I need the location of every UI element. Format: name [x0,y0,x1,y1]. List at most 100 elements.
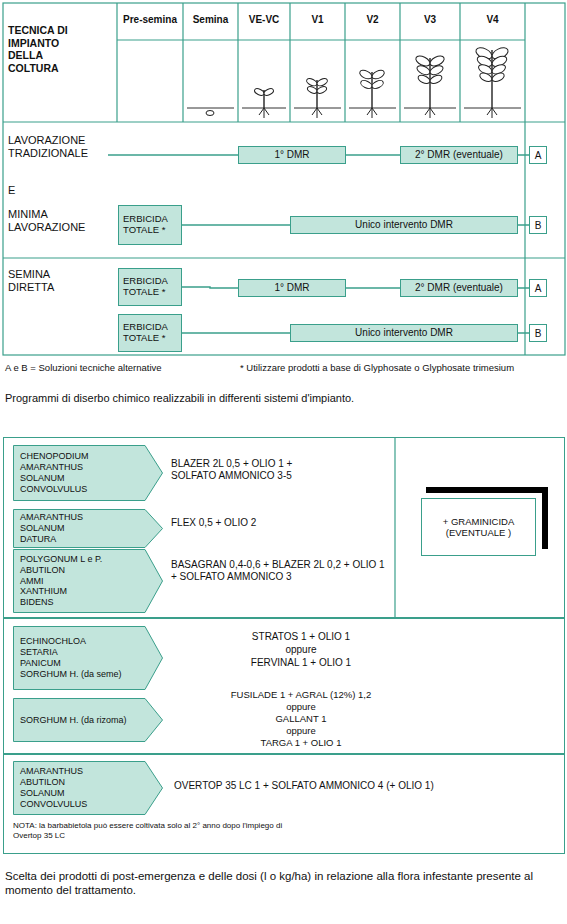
bar-label: 1° DMR [274,149,309,161]
weed-name: CHENOPODIUM [20,451,89,462]
weed-arrow: AMARANTHUSABUTILONSOLANUMCONVOLVULUS [13,761,163,815]
plant-leaf [371,79,385,90]
weed-name: ABUTILON [20,565,65,576]
plant-leaf [429,74,443,86]
figure-caption: Programmi di diserbo chimico realizzabil… [5,392,563,405]
bar-label: 2° DMR (eventuale) [415,149,503,161]
stage-name: V1 [290,14,345,26]
weed-arrow: CHENOPODIUMAMARANTHUSSOLANUMCONVOLVULUS [13,445,163,501]
treatment-bar: Unico intervento DMR [290,216,518,234]
plant-root [430,108,431,118]
timeline-connector [182,332,290,334]
plant-illustrations [187,46,521,118]
weed-name: XANTHIUM [20,586,67,597]
table-rule [116,3,117,122]
plant-leaf [306,77,319,87]
plant-leaf [417,74,431,86]
weed-arrow: AMARANTHUSSOLANUMDATURA [13,509,163,548]
weed-name: SORGHUM H. (da rizoma) [20,715,127,726]
option-box: A [529,279,547,297]
arrow-outline [14,699,163,742]
bar-label: 2° DMR (eventuale) [415,282,503,294]
treatment-bar: 1° DMR [238,146,346,164]
weed-name: AMARANTHUS [20,462,83,473]
row-label: LAVORAZIONE TRADIZIONALE [8,134,108,160]
table-rule [399,3,400,122]
stage-name: V2 [345,14,400,26]
product-dose: oppure [191,701,411,712]
timeline-connector [346,287,400,289]
stage-name: VE-VC [238,14,290,26]
arrow-outline [14,550,163,613]
weed-name: BIDENS [20,597,54,608]
table-heading: TECNICA DI IMPIANTO DELLA COLTURA [8,24,86,74]
product-dose: NOTA: la barbabietola può essere coltiva… [13,821,293,840]
option-box: A [529,146,547,164]
graminicide-label: + GRAMINICIDA (EVENTUALE ) [425,516,532,539]
table-rule [289,3,290,122]
weed-name: ECHINOCHLOA [20,636,86,647]
table-rule [182,3,183,122]
plant-leaf [371,69,386,81]
table-rule [237,3,238,122]
product-dose: TARGA 1 + OLIO 1 [191,737,411,748]
plant-root [492,108,493,118]
plant-root [430,108,435,115]
herbicide-box: ERBICIDA TOTALE * [118,205,182,245]
plant-leaf [263,87,274,96]
plant-leaf [316,85,328,94]
table-rule [524,3,525,355]
treatment-panel: CHENOPODIUMAMARANTHUSSOLANUMCONVOLVULUSA… [3,437,565,618]
product-dose: FUSILADE 1 + AGRAL (12%) 1,2 [191,689,411,700]
product-dose: STRATOS 1 + OLIO 1 [191,631,411,643]
option-letter: B [535,220,542,231]
table-rule [117,39,525,40]
treatment-panel: ECHINOCHLOASETARIAPANICUMSORGHUM H. (da … [3,618,565,754]
product-dose: oppure [191,644,411,656]
timeline-connector [346,154,400,156]
timeline-connector [182,224,290,226]
plant-leaf [306,85,318,94]
product-dose: oppure [191,725,411,736]
timeline-line [108,154,238,156]
table-rule [459,3,460,122]
seed [206,111,214,116]
arrow-outline [14,510,163,548]
ground-line [187,108,234,109]
weed-name: AMARANTHUS [20,512,83,523]
row-label: E [8,184,38,197]
plant-root [492,108,497,115]
product-dose: GALLANT 1 [191,713,411,724]
row-label: SEMINA DIRETTA [8,268,88,294]
plant-leaf [360,79,374,90]
plant-leaf [416,64,432,77]
table-rule [344,3,345,122]
table-rule [3,257,565,258]
weed-name: PANICUM [20,658,61,669]
arrow-outline [14,762,163,815]
weed-arrow: ECHINOCHLOASETARIAPANICUMSORGHUM H. (da … [13,626,163,690]
plant-root [367,108,372,115]
treatment-bar: 1° DMR [238,279,346,297]
table-rule [3,121,565,122]
plant-root [372,108,377,115]
weed-name: DATURA [20,534,56,545]
treatment-bar: 2° DMR (eventuale) [400,146,518,164]
weed-name: SOLANUM [20,523,65,534]
weed-name: ABUTILON [20,777,65,788]
arrow-outline [14,446,163,501]
arrow-outline [14,627,163,690]
bar-label: Unico intervento DMR [355,327,453,339]
weed-name: SOLANUM [20,473,65,484]
graminicide-box: + GRAMINICIDA (EVENTUALE ) [421,498,536,556]
plant-root [264,108,269,115]
footnote: * Utilizzare prodotti a base di Glyphosa… [240,362,562,373]
herbicide-box: ERBICIDA TOTALE * [118,268,182,306]
timeline-connector [518,287,529,289]
herbicide-box: ERBICIDA TOTALE * [118,314,182,352]
footnote: A e B = Soluzioni tecniche alternative [5,362,235,373]
plant-root [317,108,318,118]
row-label: MINIMA LAVORAZIONE [8,208,108,234]
treatment-panel: AMARANTHUSABUTILONSOLANUMCONVOLVULUSOVER… [3,754,565,854]
weed-arrow: POLYGONUM L e P.ABUTILONAMMIXANTHIUMBIDE… [13,549,163,613]
